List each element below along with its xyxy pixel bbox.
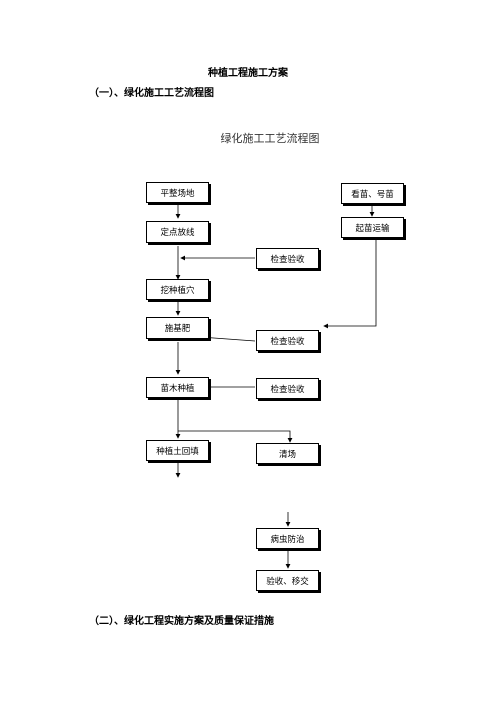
- flow-node-pest-control: 病虫防治: [256, 528, 319, 549]
- flow-node-level-site: 平整场地: [146, 182, 209, 203]
- flow-node-base-fertilizer: 施基肥: [146, 317, 209, 339]
- flow-node-acceptance: 验收、移交: [256, 570, 319, 591]
- flow-node-inspect-1: 检查验收: [256, 248, 319, 269]
- flow-node-stake-line: 定点放线: [146, 221, 209, 243]
- flow-node-planting: 苗木种植: [146, 377, 209, 398]
- flow-node-inspect-3: 检查验收: [256, 378, 319, 399]
- document-title: 种植工程施工方案: [208, 68, 288, 79]
- flow-node-select-seedlings: 看苗、号苗: [341, 183, 404, 204]
- line-transport-to-inspect2: [323, 239, 377, 329]
- flow-node-dig-holes: 挖种植穴: [146, 279, 209, 300]
- flow-node-backfill: 种植土回填: [146, 440, 209, 461]
- section-heading-1: （一）、绿化施工工艺流程图: [89, 88, 214, 99]
- arrow-inspect2-to-main: [199, 334, 256, 342]
- flowchart-title: 绿化施工工艺流程图: [220, 132, 320, 145]
- flow-node-inspect-2: 检查验收: [256, 330, 319, 351]
- flow-node-cleanup: 清场: [256, 443, 319, 464]
- flow-node-transport: 起苗运输: [341, 217, 404, 238]
- branch-to-cleanup: [178, 430, 293, 443]
- section-heading-2: （二）、绿化工程实施方案及质量保证措施: [89, 616, 274, 627]
